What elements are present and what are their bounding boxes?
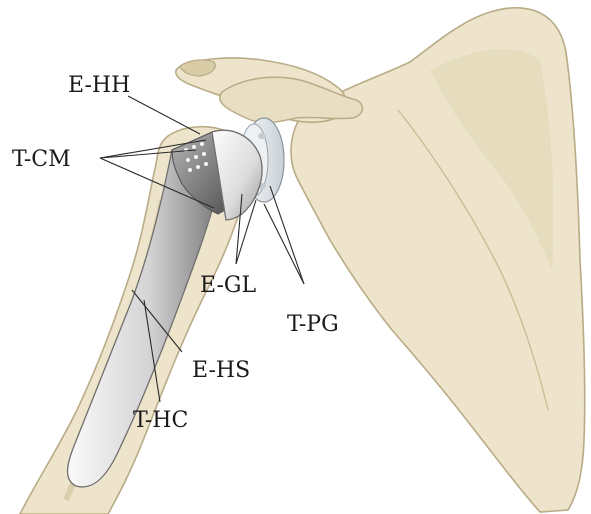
label-t-hc: T-HC: [133, 408, 188, 433]
label-e-hh: E-HH: [68, 73, 130, 98]
label-e-hs: E-HS: [192, 358, 250, 383]
label-t-pg: T-PG: [287, 312, 339, 337]
label-e-gl: E-GL: [200, 273, 256, 298]
coracoid-process: [220, 77, 363, 122]
label-t-cm: T-CM: [12, 147, 71, 172]
